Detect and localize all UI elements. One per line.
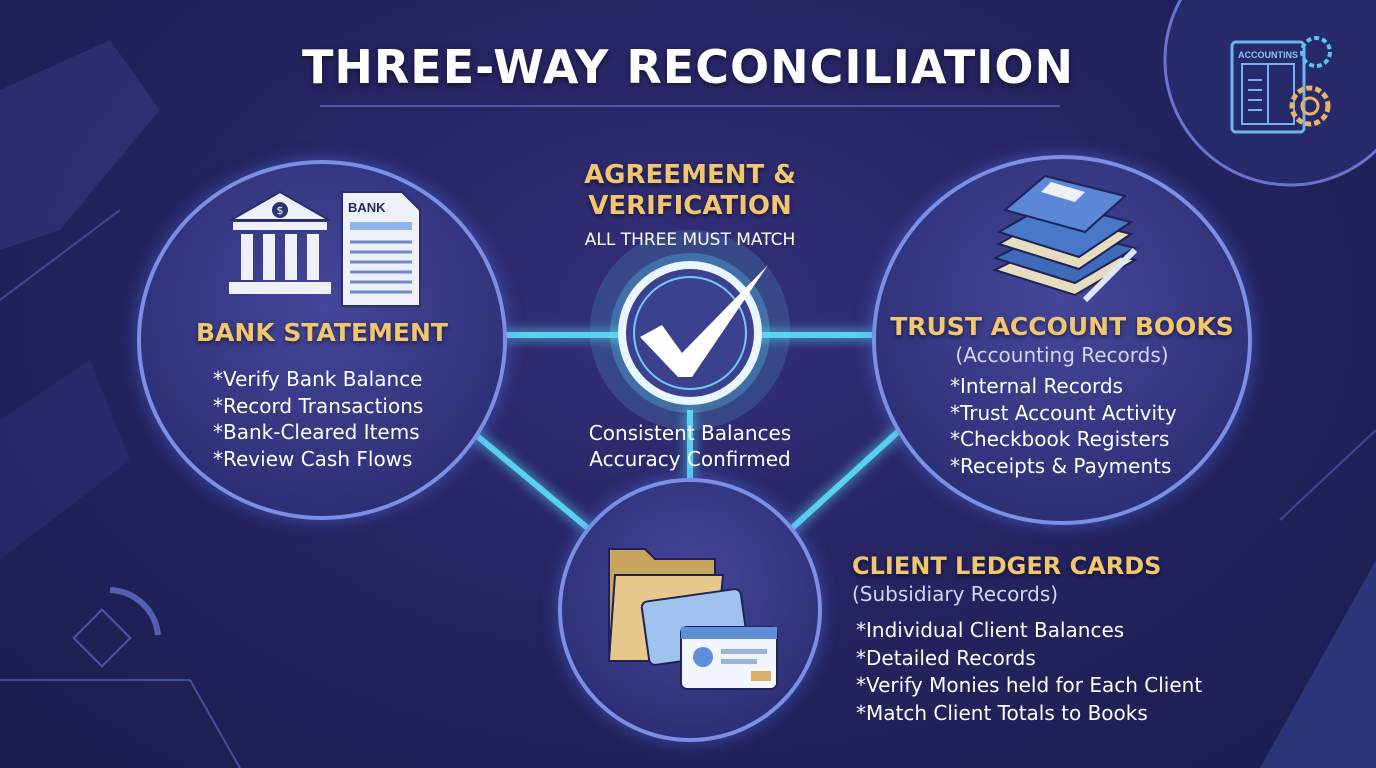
accounting-gear-icon: ACCOUNTINS (1230, 36, 1332, 134)
list-item: *Verify Monies held for Each Client (856, 673, 1203, 697)
svg-text:$: $ (277, 204, 284, 217)
list-item: *Trust Account Activity (950, 400, 1177, 425)
accuracy-confirmed-text: Accuracy Confirmed (589, 447, 791, 471)
list-item: *Bank-Cleared Items (213, 420, 420, 444)
agreement-heading: AGREEMENT & VERIFICATION (540, 160, 840, 222)
center-summary: Consistent Balances Accuracy Confirmed (540, 420, 840, 472)
list-item: *Detailed Records (856, 645, 1036, 670)
bank-building-icon: $ (227, 190, 333, 294)
bank-statement-list: *Verify Bank Balance *Record Transaction… (213, 366, 423, 472)
page-title: THREE-WAY RECONCILIATION (302, 40, 1074, 94)
client-ledger-list: *Individual Client Balances *Detailed Re… (856, 617, 1202, 727)
bank-doc-label: BANK (348, 200, 386, 215)
list-item: *Review Cash Flows (213, 446, 413, 471)
client-ledger-title: CLIENT LEDGER CARDS (852, 552, 1162, 580)
agreement-heading-line1: AGREEMENT & (584, 160, 796, 190)
list-item: *Verify Bank Balance (213, 367, 423, 391)
list-item: *Individual Client Balances (856, 618, 1125, 642)
agreement-heading-line2: VERIFICATION (588, 191, 792, 221)
accounting-label: ACCOUNTINS (1238, 50, 1298, 60)
trust-account-books-subtitle: (Accounting Records) (955, 343, 1169, 367)
bank-document-icon: BANK (341, 191, 421, 307)
all-three-must-match: ALL THREE MUST MATCH (584, 230, 796, 250)
bank-statement-title: BANK STATEMENT (196, 318, 448, 347)
client-ledger-subtitle: (Subsidiary Records) (852, 582, 1059, 606)
list-item: *Checkbook Registers (950, 427, 1170, 451)
checkmark-icon (610, 253, 770, 413)
trust-account-books-list: *Internal Records *Trust Account Activit… (950, 373, 1177, 479)
list-item: *Match Client Totals to Books (856, 700, 1148, 725)
ledger-books-icon (992, 174, 1138, 303)
client-ledger-cards-icon (607, 548, 778, 690)
list-item: *Record Transactions (213, 393, 424, 418)
trust-account-books-title: TRUST ACCOUNT BOOKS (890, 312, 1234, 341)
list-item: *Internal Records (950, 374, 1123, 398)
consistent-balances-text: Consistent Balances (588, 421, 792, 445)
list-item: *Receipts & Payments (950, 453, 1172, 478)
